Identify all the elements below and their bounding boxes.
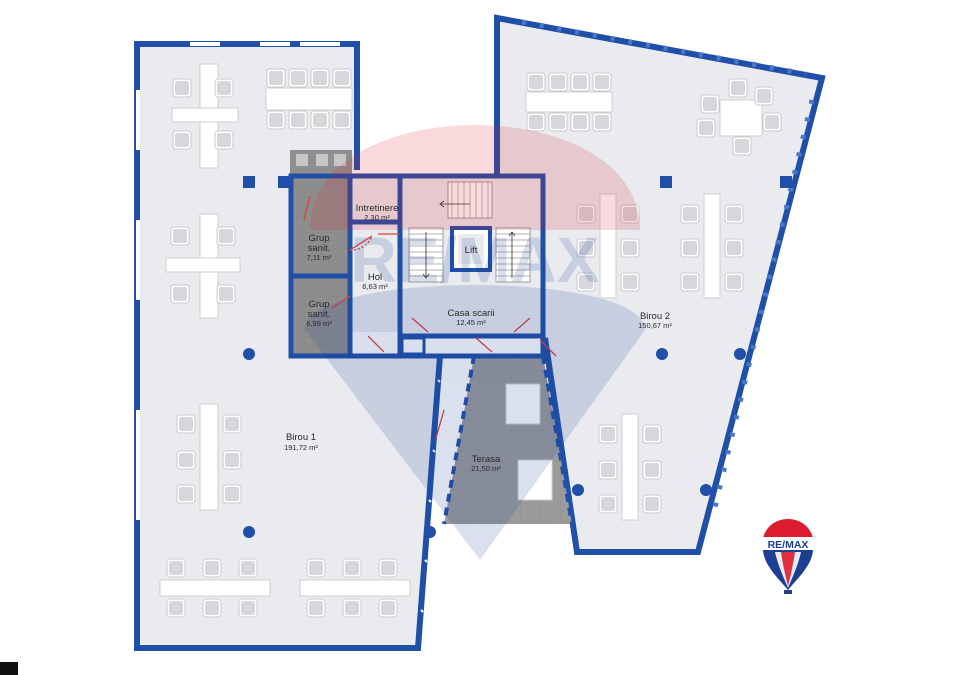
remax-logo: RE/MAX — [760, 519, 816, 594]
intretinere-name: Intretinere — [356, 203, 399, 214]
grup-sanit-2-name-line2: sanit. — [308, 309, 331, 320]
grup-sanit-1-name-line1: Grup — [308, 233, 329, 244]
hol-area: 6,63 m² — [362, 282, 388, 291]
remax-watermark: RE/MAX — [305, 125, 645, 560]
central-core — [278, 150, 672, 439]
grup-sanit-1-area: 7,11 m² — [307, 253, 332, 262]
birou-1-area: 191,72 m² — [284, 443, 318, 452]
watermark-text: RE/MAX — [351, 224, 600, 296]
columns — [243, 176, 792, 538]
grup-sanit-2-area: 6,99 m² — [306, 319, 332, 328]
birou-1-furniture — [159, 63, 411, 618]
birou-1-name: Birou 1 — [286, 432, 316, 443]
terasa-area: 21,50 m² — [471, 464, 501, 473]
grup-sanit-2-name-line1: Grup — [308, 299, 329, 310]
lift-name: Lift — [465, 245, 478, 256]
logo-text: RE/MAX — [768, 539, 809, 551]
casa-scarii-name: Casa scarii — [448, 308, 495, 319]
corner-mark — [0, 662, 18, 675]
room-labels: Intretinere 2,30 m² Grup sanit. 7,11 m² … — [284, 203, 672, 473]
casa-scarii-area: 12,45 m² — [456, 318, 486, 327]
birou-2-furniture — [505, 72, 782, 521]
hol-name: Hol — [368, 272, 382, 283]
terasa-name: Terasa — [472, 454, 501, 465]
birou-2-area: 150,67 m² — [638, 321, 672, 330]
intretinere-area: 2,30 m² — [364, 213, 390, 222]
birou-2-name: Birou 2 — [640, 311, 670, 322]
grup-sanit-1-name-line2: sanit. — [308, 243, 331, 254]
